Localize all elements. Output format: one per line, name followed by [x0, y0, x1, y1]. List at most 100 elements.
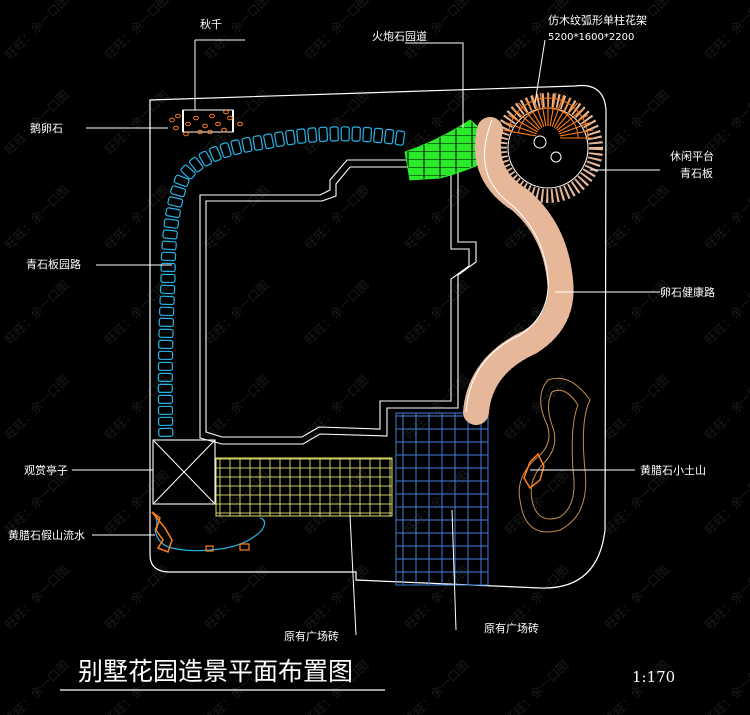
watermark-text: 旺旺：余一口图: [702, 0, 750, 62]
existing-brick-blue: [395, 412, 489, 586]
stone-slab: [188, 156, 204, 173]
stone-slab: [160, 262, 176, 273]
cobble-stone: [209, 113, 215, 119]
label-rock-hill: 黄腊石小土山: [640, 463, 706, 477]
watermark-text: 旺旺：余一口图: [702, 372, 750, 442]
stone-slab: [158, 339, 174, 350]
watermark-text: 旺旺：余一口图: [102, 182, 172, 252]
stone-slab: [180, 164, 196, 180]
stone-slab: [394, 130, 406, 146]
label-pavilion: 观赏亭子: [24, 463, 68, 477]
watermark-text: 旺旺：余一口图: [402, 277, 472, 347]
watermark-text: 旺旺：余一口图: [2, 657, 72, 715]
watermark-text: 旺旺：余一口图: [202, 277, 272, 347]
stone-slab: [157, 416, 174, 427]
watermark-text: 旺旺：余一口图: [602, 87, 672, 157]
stone-slab: [163, 218, 180, 229]
watermark-text: 旺旺：余一口图: [702, 87, 750, 157]
pergola-arc: [517, 107, 579, 139]
watermark-text: 旺旺：余一口图: [602, 657, 672, 715]
cobble-stone: [175, 113, 181, 119]
watermark-text: 旺旺：余一口图: [102, 0, 172, 62]
watermark-text: 旺旺：余一口图: [602, 467, 672, 537]
pebble-health-path: [463, 117, 574, 425]
stone-slab: [318, 126, 329, 143]
pebble-path-edge: [465, 119, 549, 413]
site-boundary: [149, 84, 607, 589]
stone-slab: [307, 127, 318, 143]
cobble-stone: [227, 115, 233, 121]
stone-slab: [157, 361, 174, 372]
stone-slab: [340, 126, 350, 142]
label-existing-brick-2: 原有广场砖: [484, 621, 539, 635]
stone-slab-path: [157, 126, 406, 438]
stone-slab: [157, 405, 174, 416]
pavilion-symbol: [152, 439, 216, 505]
stone-slab: [219, 142, 232, 159]
stone-slab: [160, 273, 176, 284]
watermark-text: 旺旺：余一口图: [202, 562, 272, 632]
stone-slab: [161, 240, 177, 251]
cobble-stone: [173, 125, 179, 131]
watermark-text: 旺旺：余一口图: [202, 0, 272, 62]
stone-slab: [157, 394, 173, 405]
stone-slab: [362, 126, 373, 143]
watermark-text: 旺旺：余一口图: [302, 562, 372, 632]
watermark-text: 旺旺：余一口图: [202, 372, 272, 442]
cobble-stone: [215, 121, 221, 127]
stone-slab: [198, 150, 213, 167]
stone-slab: [263, 133, 275, 150]
cobble-stone: [197, 129, 203, 135]
stone-slab: [373, 127, 384, 144]
watermark-text: 旺旺：余一口图: [202, 182, 272, 252]
watermark-text: 旺旺：余一口图: [502, 657, 572, 715]
label-platform-1: 休闲平台: [670, 149, 714, 163]
stone-slab: [157, 383, 173, 393]
cobble-stone: [183, 131, 189, 137]
stone-slab: [157, 350, 174, 361]
cobble-stone: [185, 121, 191, 127]
stone-slab: [159, 295, 175, 306]
label-granite-path: 火炮石园道: [372, 29, 427, 43]
label-pergola-size: 5200*1600*2200: [548, 32, 634, 43]
watermark-text: 旺旺：余一口图: [302, 0, 372, 62]
watermark-text: 旺旺：余一口图: [702, 182, 750, 252]
stone-slab: [329, 126, 339, 142]
watermark-text: 旺旺：余一口图: [702, 657, 750, 715]
stone-slab: [241, 136, 253, 153]
watermark-text: 旺旺：余一口图: [702, 562, 750, 632]
stone-slab: [157, 372, 173, 382]
watermark-text: 旺旺：余一口图: [602, 182, 672, 252]
cobble-stone: [237, 121, 243, 127]
watermark-text: 旺旺：余一口图: [502, 372, 572, 442]
house-inner-outline: [205, 166, 470, 438]
stone-slab: [158, 427, 174, 438]
cobble-stone: [202, 123, 208, 129]
label-rock-stream: 黄腊石假山流水: [8, 528, 85, 542]
watermark-text: 旺旺：余一口图: [2, 467, 72, 537]
watermark-text: 旺旺：余一口图: [302, 87, 372, 157]
stone-slab: [162, 229, 178, 240]
watermark-text: 旺旺：余一口图: [102, 372, 172, 442]
label-swing: 秋千: [200, 17, 222, 31]
pergola-arc: [508, 97, 589, 139]
stone-slab: [230, 139, 243, 156]
watermark-text: 旺旺：余一口图: [2, 182, 72, 252]
stone-slab: [160, 251, 177, 262]
cobble-cluster: [169, 109, 243, 137]
cobble-stone: [193, 115, 199, 121]
watermark-text: 旺旺：余一口图: [502, 467, 572, 537]
stone-slab: [165, 207, 181, 219]
watermark-text: 旺旺：余一口图: [402, 657, 472, 715]
label-health-path: 卵石健康路: [660, 285, 715, 299]
stone-slab: [296, 128, 307, 144]
watermark-text: 旺旺：余一口图: [102, 87, 172, 157]
stone-slab: [158, 328, 174, 339]
cobble-stone: [223, 109, 229, 115]
yellow-paving: [215, 457, 393, 517]
watermark-text: 旺旺：余一口图: [2, 0, 72, 62]
stone-slab: [158, 317, 174, 328]
watermark-text: 旺旺：余一口图: [102, 467, 172, 537]
